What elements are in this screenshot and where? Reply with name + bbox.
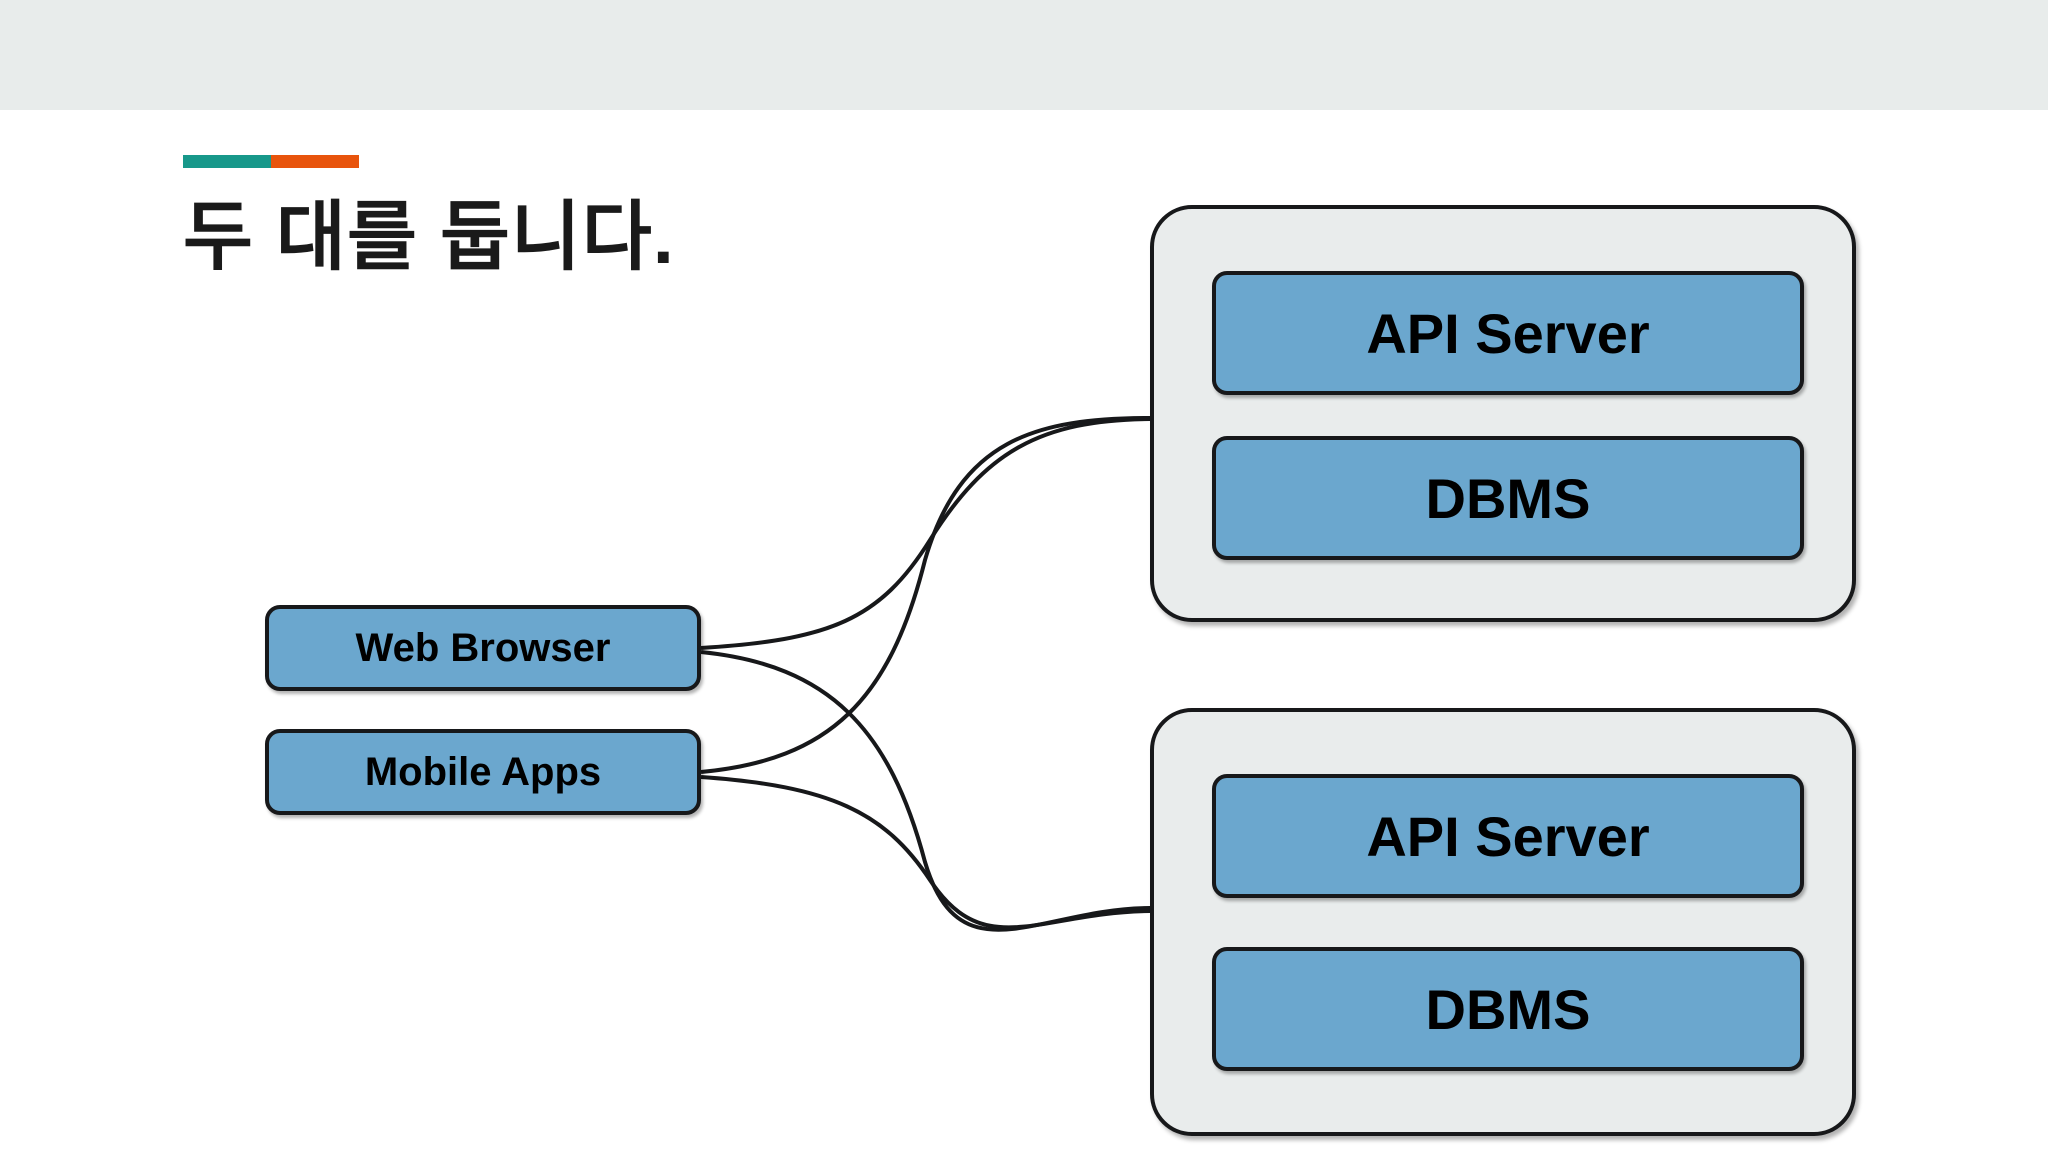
server-node-api-server-1[interactable]: API Server xyxy=(1212,271,1804,395)
server-node-dbms-2-label: DBMS xyxy=(1425,977,1591,1041)
title-block: 두 대를 둡니다. xyxy=(183,155,675,278)
client-node-web-browser[interactable]: Web Browser xyxy=(265,605,701,691)
server-node-api-server-2-label: API Server xyxy=(1366,804,1650,868)
server-node-api-server-2[interactable]: API Server xyxy=(1212,774,1804,898)
connector-mobile-apps-to-server-group-2 xyxy=(700,775,1151,930)
server-node-api-server-1-label: API Server xyxy=(1366,301,1650,365)
accent-bar-teal-segment xyxy=(183,155,271,168)
client-node-mobile-apps[interactable]: Mobile Apps xyxy=(265,729,701,815)
accent-bar-orange-segment xyxy=(271,155,359,168)
server-group-1[interactable]: API Server DBMS xyxy=(1150,205,1856,622)
server-group-2[interactable]: API Server DBMS xyxy=(1150,708,1856,1136)
accent-bar xyxy=(183,155,359,168)
client-node-mobile-apps-label: Mobile Apps xyxy=(364,749,602,794)
server-node-dbms-1-label: DBMS xyxy=(1425,466,1591,530)
slide-top-band xyxy=(0,0,2048,110)
page-title: 두 대를 둡니다. xyxy=(183,195,675,280)
client-node-web-browser-label: Web Browser xyxy=(355,625,611,670)
connector-mobile-apps-to-server-group-1 xyxy=(700,416,1151,774)
server-node-dbms-1[interactable]: DBMS xyxy=(1212,436,1804,560)
connector-web-browser-to-server-group-2 xyxy=(700,650,1151,932)
connector-web-browser-to-server-group-1 xyxy=(700,417,1151,650)
server-node-dbms-2[interactable]: DBMS xyxy=(1212,947,1804,1071)
